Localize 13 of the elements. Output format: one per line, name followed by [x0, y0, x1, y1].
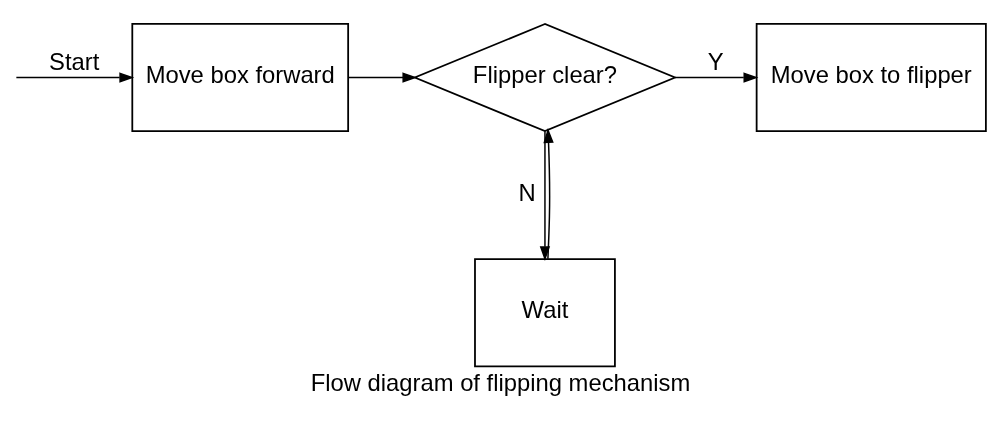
- node-diamond: Flipper clear?: [412, 22, 678, 132]
- edge-label: Start: [49, 47, 100, 75]
- node-box: Move box forward: [131, 22, 350, 132]
- edge-label: N: [518, 178, 536, 206]
- arrow: [539, 130, 551, 261]
- caption: Flow diagram of flipping mechanism: [310, 368, 691, 396]
- edge-label: Y: [707, 47, 724, 75]
- node-box: Wait: [474, 257, 616, 367]
- arrow: [543, 127, 554, 260]
- arrow: [674, 71, 759, 83]
- arrow: [15, 71, 135, 83]
- node-box: Move box to flipper: [755, 22, 987, 132]
- arrow: [347, 71, 418, 83]
